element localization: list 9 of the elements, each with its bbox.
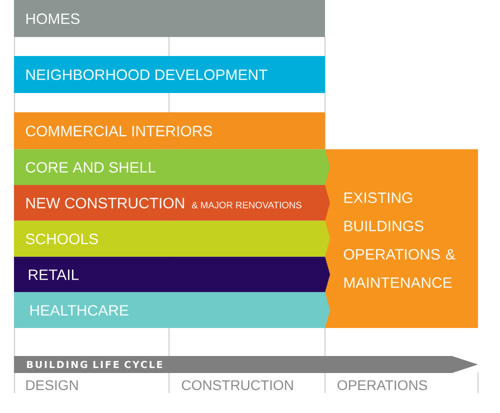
- category-band: HOMES: [14, 0, 325, 37]
- category-band: SCHOOLS: [14, 220, 330, 257]
- category-band: CORE AND SHELL: [14, 149, 330, 185]
- category-band: RETAIL: [14, 256, 330, 292]
- category-band: NEIGHBORHOOD DEVELOPMENT: [14, 56, 325, 93]
- category-band: NEW CONSTRUCTION & MAJOR RENOVATIONS: [14, 185, 330, 221]
- category-band: HEALTHCARE: [14, 292, 330, 328]
- category-band: COMMERCIAL INTERIORS: [14, 112, 325, 150]
- category-box: EXISTING BUILDINGS OPERATIONS & MAINTENANCE: [325, 149, 478, 328]
